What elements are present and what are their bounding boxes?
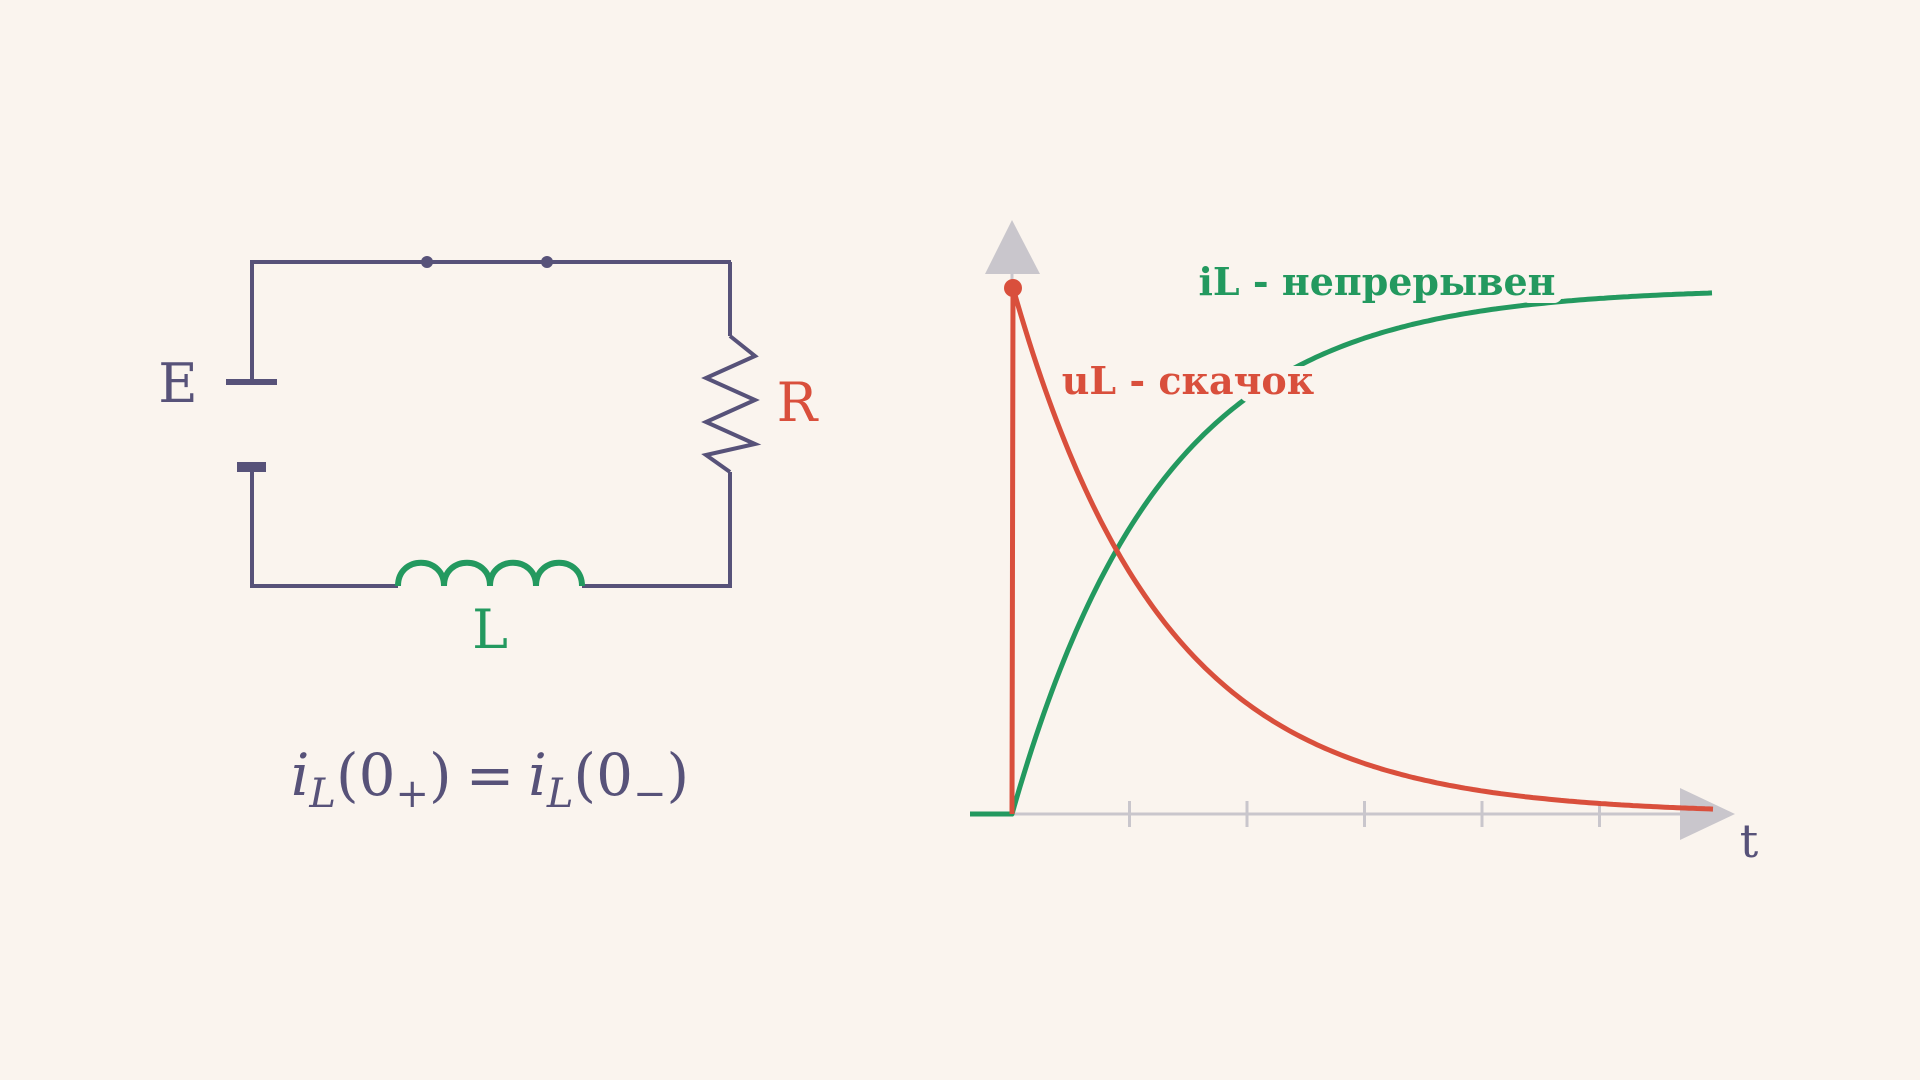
source-label: E [158, 352, 197, 415]
formula-rhs-open: ( [573, 741, 596, 809]
formula-rhs-arg: 0 [596, 741, 633, 809]
transient-graph: t iL - непрерывен uL - скачок [970, 220, 1759, 868]
y-axis-arrow [985, 220, 1040, 274]
resistor-symbol [701, 334, 762, 474]
formula-lhs-arg: 0 [359, 741, 396, 809]
continuity-formula: iL(0+)=iL(0−) [291, 741, 689, 817]
formula-lhs-sub: L [308, 771, 336, 817]
inductor-label: L [472, 598, 508, 661]
formula-rhs-var: i [528, 741, 547, 809]
voltage-jump-point [1004, 279, 1022, 297]
x-axis-arrow [1680, 788, 1735, 840]
resistor-label: R [777, 371, 819, 434]
x-axis-ticks [1128, 801, 1601, 827]
series-current-line [970, 290, 1713, 817]
circuit-diagram [250, 260, 762, 588]
current-series-label: iL - непрерывен [1199, 259, 1556, 304]
switch-contact-right [541, 256, 553, 268]
inductor-symbol [395, 559, 585, 587]
formula-lhs-open: ( [336, 741, 359, 809]
formula-rhs-sub: L [546, 771, 574, 817]
formula-rhs-close: ) [666, 741, 689, 809]
formula-lhs-arg-sub: + [396, 771, 430, 817]
battery-symbol [226, 379, 277, 472]
formula-lhs-var: i [291, 741, 310, 809]
x-axis-label: t [1740, 814, 1759, 868]
voltage-series-label: uL - скачок [1062, 358, 1314, 403]
formula-lhs-close: ) [429, 741, 452, 809]
switch-contact-left [421, 256, 433, 268]
series-voltage-line [1009, 285, 1714, 815]
formula-equals: = [466, 741, 515, 809]
formula-rhs-arg-sub: − [633, 771, 667, 817]
